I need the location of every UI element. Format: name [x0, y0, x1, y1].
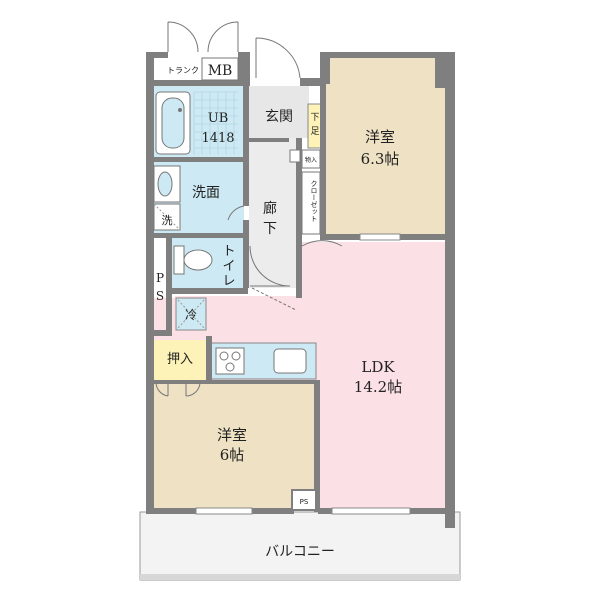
label-closet-small: 物入 — [305, 156, 317, 164]
hallway-floor — [249, 138, 299, 288]
label-trunk: トランク — [167, 66, 199, 75]
label-fridge: 冷 — [185, 308, 197, 322]
label-toilet-2: イ — [222, 259, 235, 274]
label-hallway-2: 下 — [263, 221, 277, 237]
label-toilet-1: ト — [222, 244, 235, 259]
label-bedroom-b: 洋室 — [217, 426, 247, 444]
kitchen-sink — [273, 348, 307, 374]
getabako — [307, 103, 323, 149]
label-bedroom-a-size: 6.3帖 — [361, 150, 400, 168]
label-closet: クローゼット — [310, 180, 318, 222]
label-hallway-1: 廊 — [263, 200, 277, 217]
bathtub — [155, 91, 191, 155]
label-bedroom-a: 洋室 — [365, 128, 395, 146]
toilet-fixture — [173, 245, 213, 275]
doors — [155, 21, 343, 397]
label-ps-2: S — [156, 289, 164, 303]
bedroom-a-notch — [435, 88, 445, 234]
bath-floor-grid — [193, 91, 238, 154]
balcony-floor — [139, 511, 461, 581]
genkan-floor — [249, 86, 309, 138]
bedroom-b-floor — [154, 382, 314, 510]
label-getabako-1: 下 — [310, 113, 319, 123]
hall-box — [289, 149, 301, 163]
windows — [195, 233, 411, 515]
label-ps-1: P — [156, 271, 164, 285]
balcony-edge — [140, 574, 460, 580]
label-ub-size: 1418 — [201, 131, 234, 146]
oshiire-floor — [154, 340, 206, 380]
label-ldk-size: 14.2帖 — [354, 378, 402, 396]
mb-box — [201, 57, 239, 81]
label-ub: UB — [208, 111, 229, 126]
label-ldk: LDK — [361, 358, 395, 376]
label-washroom: 洗面 — [192, 185, 220, 201]
washer-box — [153, 203, 181, 231]
walls — [146, 52, 455, 528]
label-storage: 押入 — [167, 352, 193, 367]
label-ps-small: PS — [300, 498, 309, 506]
label-getabako-2: 足 — [310, 126, 319, 137]
stove — [215, 347, 245, 375]
label-genkan: 玄関 — [265, 108, 293, 125]
label-toilet-3: レ — [222, 274, 235, 289]
washbasin — [153, 165, 181, 203]
label-bedroom-b-size: 6帖 — [220, 446, 245, 464]
label-washer: 洗 — [162, 214, 173, 227]
label-mb: MB — [208, 63, 233, 79]
label-balcony: バルコニー — [265, 544, 335, 560]
bedroom-a-floor — [324, 56, 435, 234]
